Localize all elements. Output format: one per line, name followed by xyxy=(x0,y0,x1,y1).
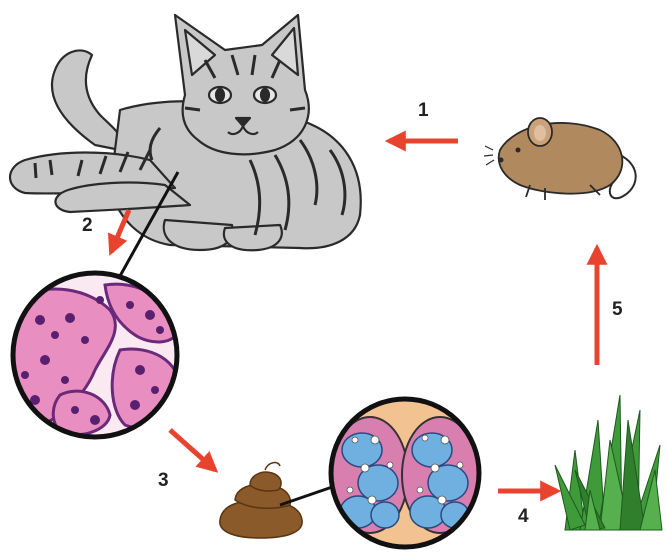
step-number-1: 1 xyxy=(418,100,429,121)
grass-icon xyxy=(555,395,662,530)
step-number-4: 4 xyxy=(518,506,529,527)
mouse-icon xyxy=(484,118,636,200)
step-number-3: 3 xyxy=(158,470,169,491)
arrow-3 xyxy=(170,430,215,470)
intestine-tissue-icon xyxy=(10,270,180,440)
oocyst-icon xyxy=(331,399,479,547)
step-number-2: 2 xyxy=(82,215,93,236)
step-number-5: 5 xyxy=(612,299,623,320)
cat-icon xyxy=(10,15,361,250)
arrow-2 xyxy=(111,210,129,252)
